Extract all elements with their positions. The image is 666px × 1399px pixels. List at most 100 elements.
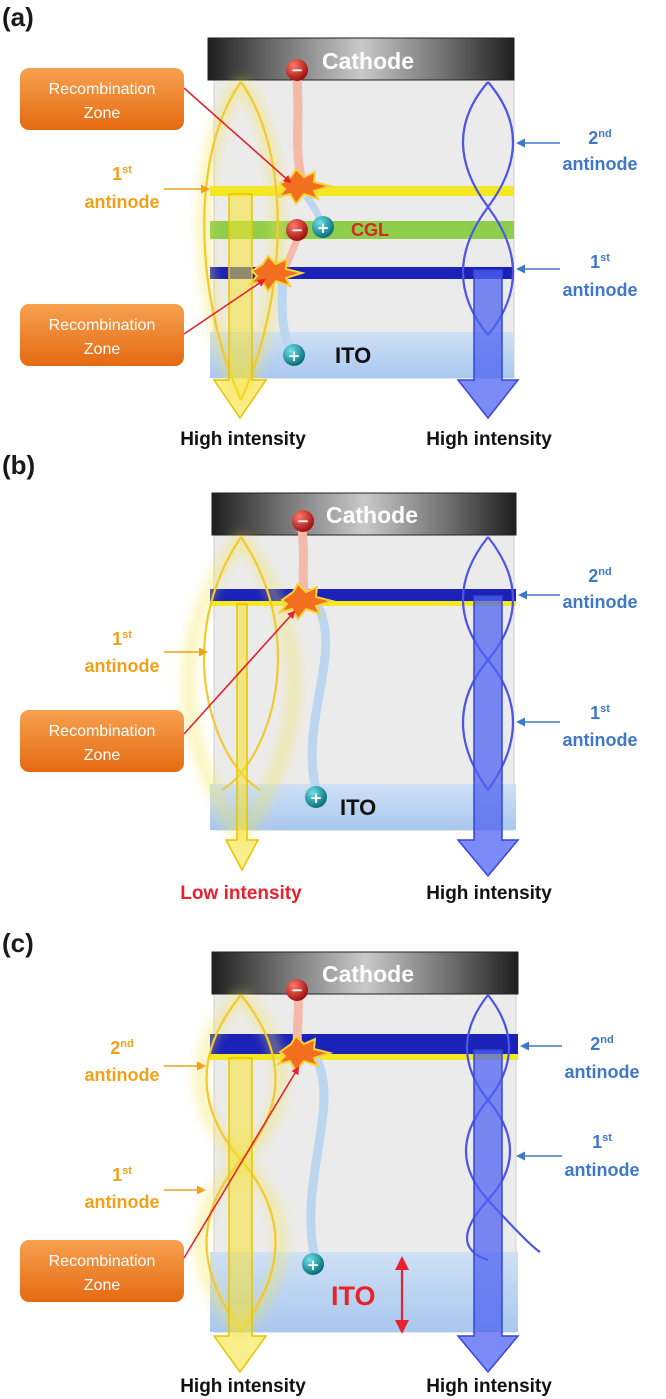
svg-text:−: − bbox=[297, 512, 310, 530]
electron-icon: − bbox=[292, 510, 314, 532]
antinode-label-blue: 1st antinode bbox=[563, 703, 638, 750]
svg-text:2nd: 2nd bbox=[590, 1034, 613, 1054]
blue-light-arrow bbox=[456, 1049, 520, 1374]
panel-b: (b) − + Cathode ITO Recombination Zone bbox=[2, 450, 638, 904]
svg-text:2nd: 2nd bbox=[588, 128, 611, 148]
svg-text:antinode: antinode bbox=[565, 1062, 640, 1082]
recombination-pointer bbox=[183, 610, 296, 735]
svg-text:+: + bbox=[288, 347, 301, 365]
intensity-label-right: High intensity bbox=[426, 1376, 552, 1397]
cathode-layer bbox=[207, 37, 515, 81]
electron-icon: − bbox=[286, 979, 308, 1001]
emitter-yellow-layer bbox=[210, 1054, 518, 1060]
svg-text:Zone: Zone bbox=[84, 105, 121, 122]
antinode-label-yellow: 1st antinode bbox=[85, 164, 160, 212]
hole-icon: + bbox=[302, 1253, 324, 1275]
recombination-pointer bbox=[183, 1066, 300, 1259]
svg-text:antinode: antinode bbox=[85, 1192, 160, 1212]
emitter-yellow-layer bbox=[210, 601, 516, 606]
blue-standing-wave bbox=[464, 994, 541, 1262]
yellow-light-arrow bbox=[224, 603, 260, 872]
svg-text:Zone: Zone bbox=[84, 341, 121, 358]
antinode-label-blue: 2nd antinode bbox=[563, 566, 638, 612]
svg-text:1st: 1st bbox=[592, 1132, 612, 1152]
svg-text:Zone: Zone bbox=[84, 1277, 121, 1294]
intensity-label-left: High intensity bbox=[180, 429, 306, 450]
svg-text:+: + bbox=[317, 219, 330, 237]
ito-thickness-arrow bbox=[395, 1256, 409, 1334]
antinode-label-blue: 1st antinode bbox=[563, 252, 638, 300]
recombination-pointer bbox=[183, 87, 292, 184]
svg-text:antinode: antinode bbox=[563, 154, 638, 174]
blue-light-arrow bbox=[456, 595, 520, 878]
antinode-label-blue: 2nd antinode bbox=[565, 1034, 640, 1082]
recombination-zone-label: Recombination Zone bbox=[20, 68, 184, 130]
svg-text:+: + bbox=[310, 789, 323, 807]
svg-text:2nd: 2nd bbox=[588, 566, 611, 586]
svg-text:−: − bbox=[291, 981, 304, 999]
recombination-zone-label: Recombination Zone bbox=[20, 1240, 184, 1302]
electron-path bbox=[297, 525, 311, 601]
yellow-light-arrow bbox=[212, 1057, 268, 1374]
cathode-label: Cathode bbox=[322, 961, 414, 987]
svg-text:Zone: Zone bbox=[84, 747, 121, 764]
svg-text:Recombination: Recombination bbox=[49, 81, 156, 98]
electron-icon: − bbox=[286, 59, 308, 81]
antinode-label-yellow: 1st antinode bbox=[85, 629, 160, 676]
panel-label: (b) bbox=[2, 450, 35, 480]
panel-a: (a) − − + bbox=[2, 2, 638, 450]
svg-text:antinode: antinode bbox=[85, 192, 160, 212]
hole-path bbox=[307, 605, 331, 795]
blue-standing-wave bbox=[462, 81, 514, 336]
svg-text:1st: 1st bbox=[112, 629, 132, 649]
emitter-blue-layer bbox=[210, 589, 516, 601]
electron-path bbox=[292, 75, 307, 187]
emitter-blue-layer bbox=[210, 1034, 518, 1054]
svg-text:1st: 1st bbox=[590, 252, 610, 272]
svg-text:antinode: antinode bbox=[563, 592, 638, 612]
yellow-wave-glow bbox=[183, 534, 299, 843]
svg-text:antinode: antinode bbox=[563, 280, 638, 300]
svg-text:Recombination: Recombination bbox=[49, 317, 156, 334]
yellow-standing-wave bbox=[203, 81, 279, 401]
blue-light-arrow bbox=[456, 269, 520, 420]
recombination-spark bbox=[277, 582, 336, 621]
svg-text:antinode: antinode bbox=[85, 1065, 160, 1085]
cathode-layer bbox=[211, 951, 519, 995]
ito-layer bbox=[210, 1252, 518, 1332]
hole-icon: + bbox=[312, 216, 334, 238]
hole-path bbox=[306, 1057, 329, 1259]
svg-text:antinode: antinode bbox=[85, 656, 160, 676]
cathode-label: Cathode bbox=[322, 48, 414, 74]
svg-text:1st: 1st bbox=[112, 164, 132, 184]
cathode-layer bbox=[211, 492, 517, 536]
cgl-label: CGL bbox=[351, 220, 389, 240]
antinode-label-blue: 2nd antinode bbox=[563, 128, 638, 174]
cgl-layer bbox=[210, 221, 514, 239]
cathode-label: Cathode bbox=[326, 502, 418, 528]
svg-text:antinode: antinode bbox=[563, 730, 638, 750]
yellow-light-arrow bbox=[212, 193, 268, 420]
svg-text:2nd: 2nd bbox=[110, 1038, 133, 1058]
emitter-yellow-layer bbox=[210, 186, 514, 196]
ito-label: ITO bbox=[340, 795, 376, 820]
panel-label: (a) bbox=[2, 2, 34, 32]
intensity-label-right: High intensity bbox=[426, 429, 552, 450]
recombination-pointer bbox=[183, 278, 266, 335]
antinode-label-blue: 1st antinode bbox=[565, 1132, 640, 1180]
intensity-label-left: Low intensity bbox=[180, 883, 302, 904]
hole-icon: + bbox=[305, 786, 327, 808]
ito-label: ITO bbox=[331, 1281, 376, 1311]
intensity-label-left: High intensity bbox=[180, 1376, 306, 1397]
svg-text:+: + bbox=[307, 1256, 320, 1274]
hole-path bbox=[277, 277, 295, 353]
panel-c: (c) − + Cathode ITO bbox=[2, 928, 640, 1397]
svg-text:1st: 1st bbox=[590, 703, 610, 723]
svg-text:antinode: antinode bbox=[565, 1160, 640, 1180]
hole-icon: + bbox=[283, 344, 305, 366]
recombination-spark bbox=[275, 1034, 334, 1073]
electron-icon: − bbox=[286, 219, 308, 241]
svg-text:Recombination: Recombination bbox=[49, 723, 156, 740]
intensity-label-right: High intensity bbox=[426, 883, 552, 904]
recombination-zone-label: Recombination Zone bbox=[20, 304, 184, 366]
